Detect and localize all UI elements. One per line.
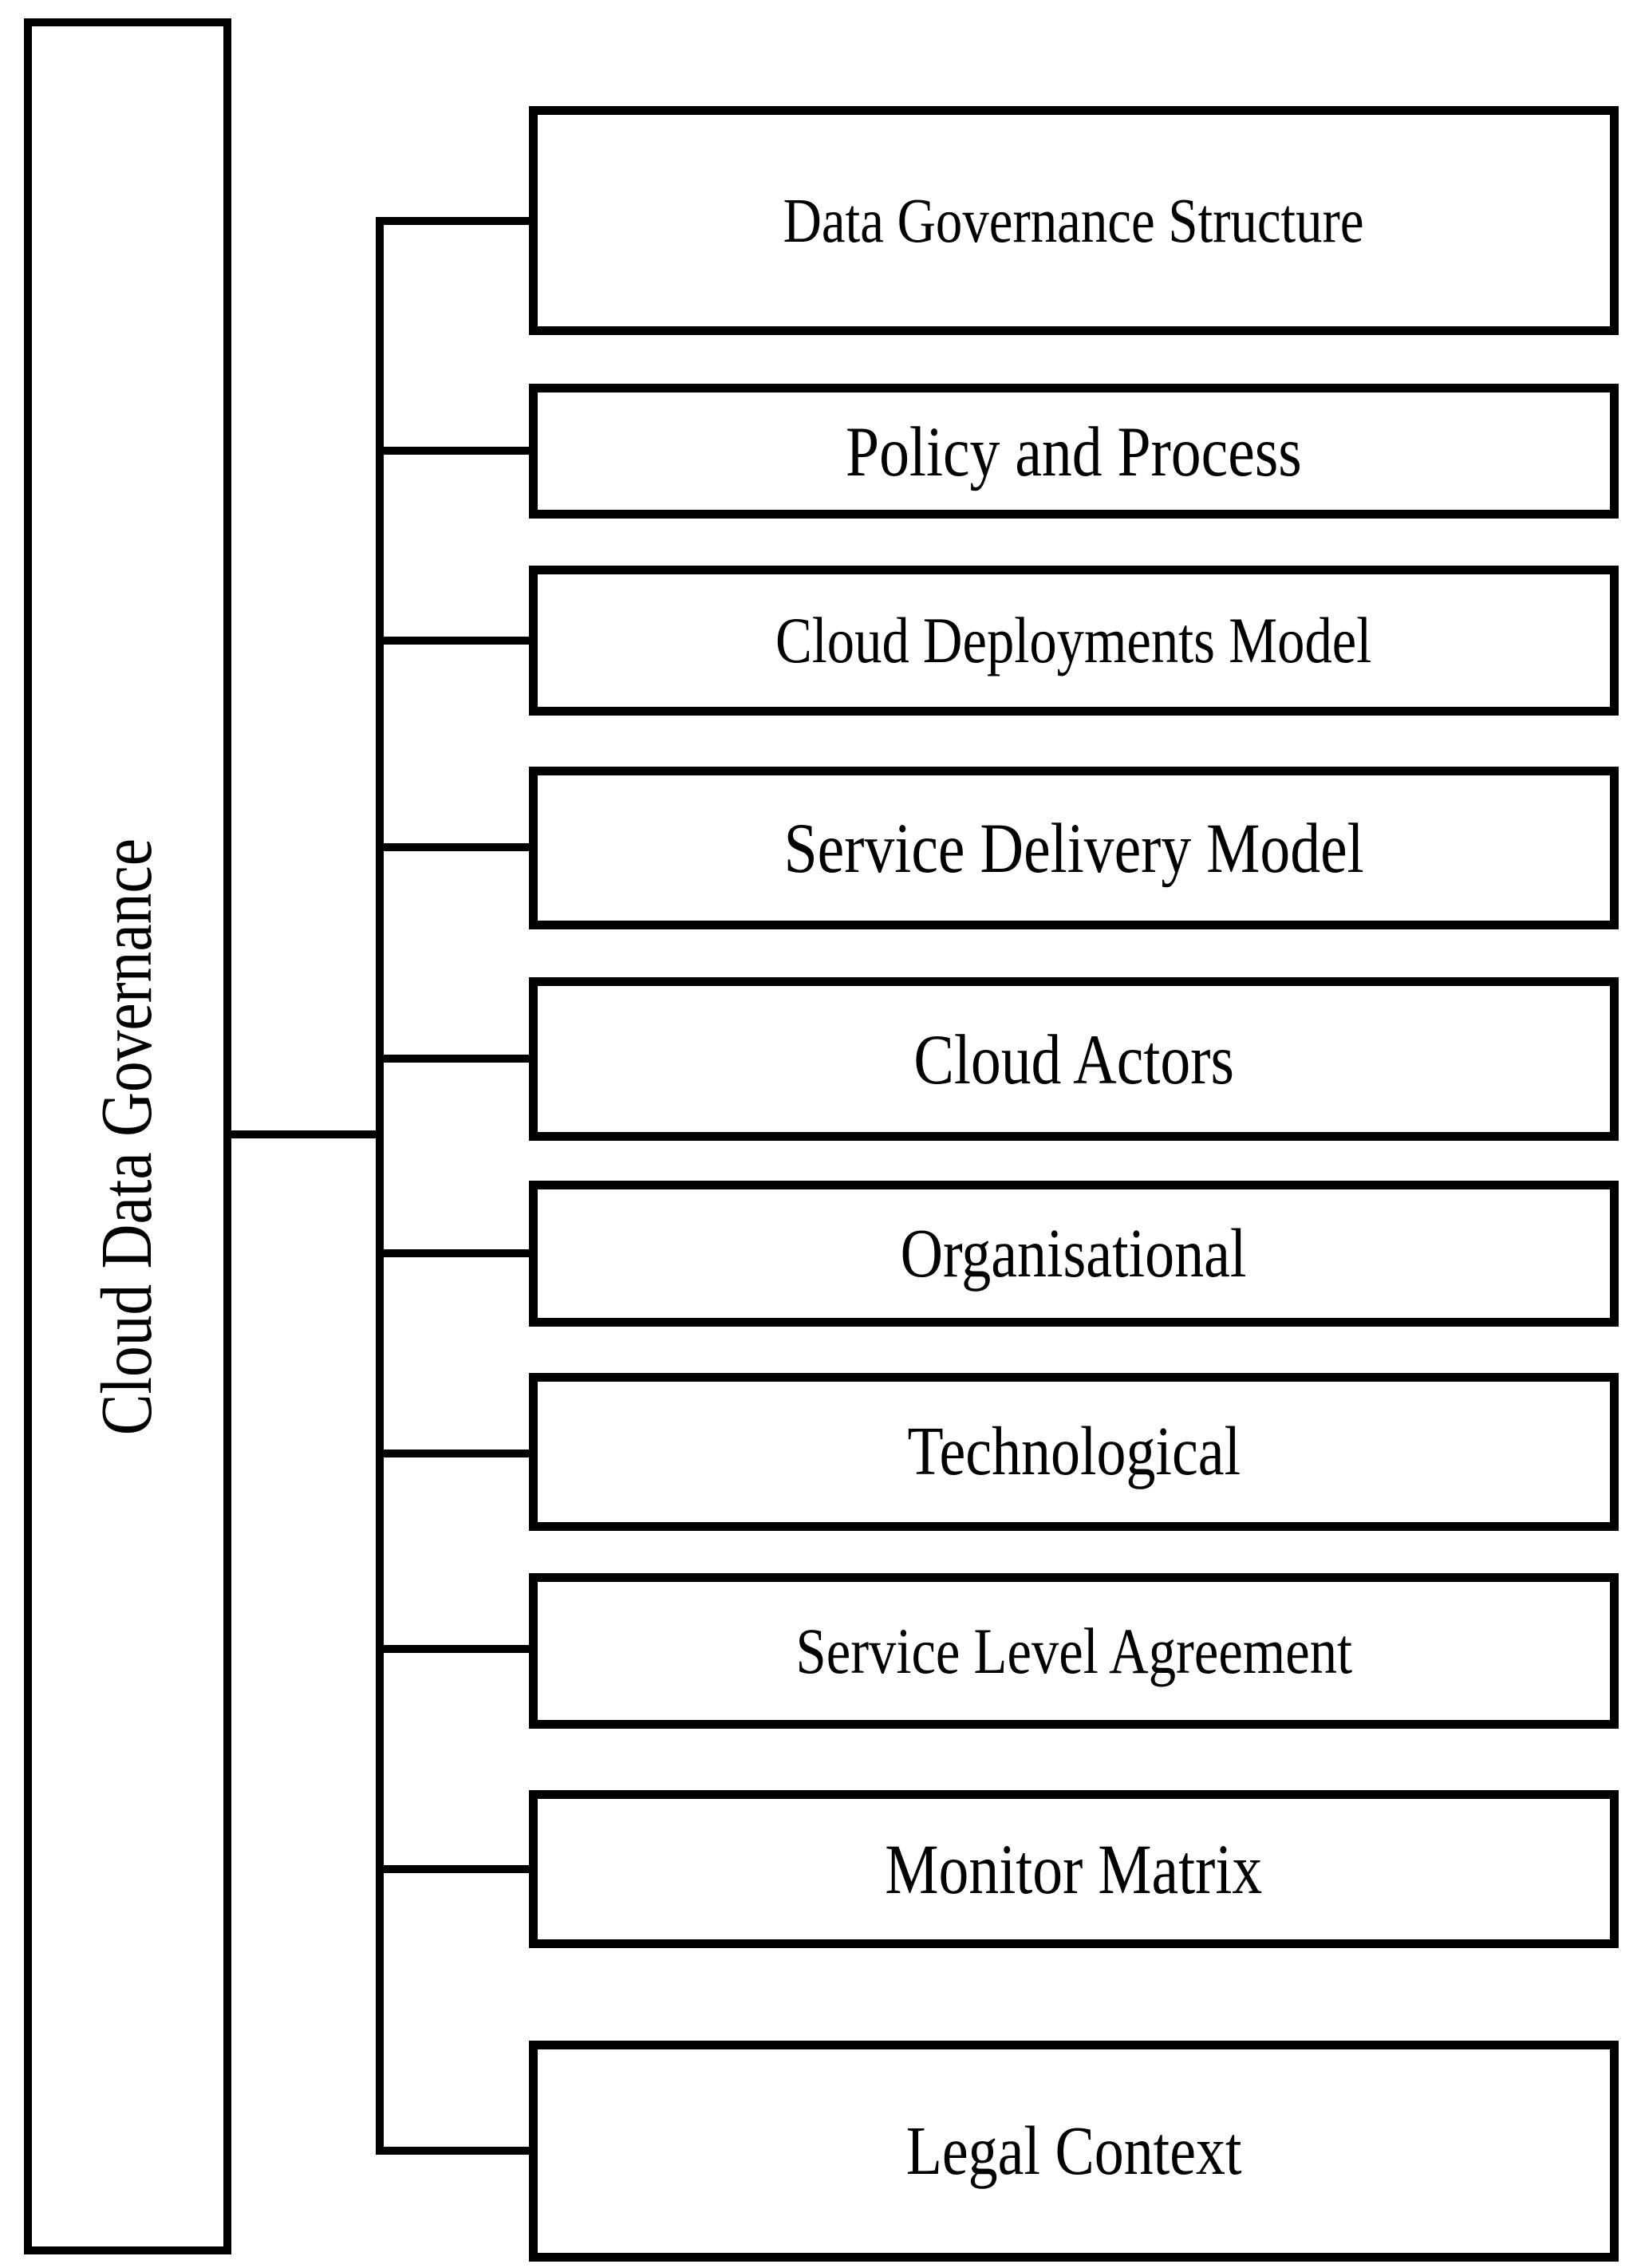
node-organisational-label: Organisational: [901, 1214, 1247, 1292]
node-service-level-agreement-label: Service Level Agreement: [795, 1614, 1352, 1687]
node-cloud-deployments-model-label: Cloud Deployments Model: [775, 604, 1372, 676]
connector-branch-legal-context: [376, 2147, 529, 2155]
node-cloud-data-governance: Cloud Data Governance: [24, 18, 231, 2254]
node-cloud-data-governance-label: Cloud Data Governance: [87, 838, 168, 1435]
connector-branch-service-level-agreement: [376, 1645, 529, 1653]
connector-branch-service-delivery-model: [376, 843, 529, 851]
connector-branch-technological: [376, 1450, 529, 1457]
node-data-governance-structure: Data Governance Structure: [529, 106, 1619, 335]
node-legal-context: Legal Context: [529, 2041, 1619, 2262]
connector-branch-data-governance-structure: [376, 217, 529, 225]
node-cloud-actors-label: Cloud Actors: [913, 1019, 1234, 1099]
node-monitor-matrix-label: Monitor Matrix: [885, 1829, 1263, 1909]
node-service-level-agreement: Service Level Agreement: [529, 1573, 1619, 1729]
node-cloud-deployments-model: Cloud Deployments Model: [529, 566, 1619, 716]
node-organisational: Organisational: [529, 1181, 1619, 1327]
node-legal-context-label: Legal Context: [905, 2112, 1242, 2190]
node-technological-label: Technological: [907, 1413, 1241, 1490]
node-monitor-matrix: Monitor Matrix: [529, 1790, 1619, 1948]
node-policy-and-process: Policy and Process: [529, 384, 1619, 519]
connector-branch-policy-and-process: [376, 447, 529, 455]
connector-branch-monitor-matrix: [376, 1865, 529, 1873]
node-cloud-actors: Cloud Actors: [529, 977, 1619, 1141]
node-policy-and-process-label: Policy and Process: [846, 411, 1302, 491]
node-data-governance-structure-label: Data Governance Structure: [783, 185, 1364, 256]
connector-root-stem: [225, 1130, 384, 1138]
node-technological: Technological: [529, 1373, 1619, 1531]
connector-branch-cloud-deployments-model: [376, 637, 529, 645]
node-service-delivery-model: Service Delivery Model: [529, 767, 1619, 929]
node-service-delivery-model-label: Service Delivery Model: [783, 808, 1364, 888]
connector-branch-cloud-actors: [376, 1055, 529, 1063]
connector-trunk: [376, 217, 384, 2155]
connector-branch-organisational: [376, 1249, 529, 1257]
